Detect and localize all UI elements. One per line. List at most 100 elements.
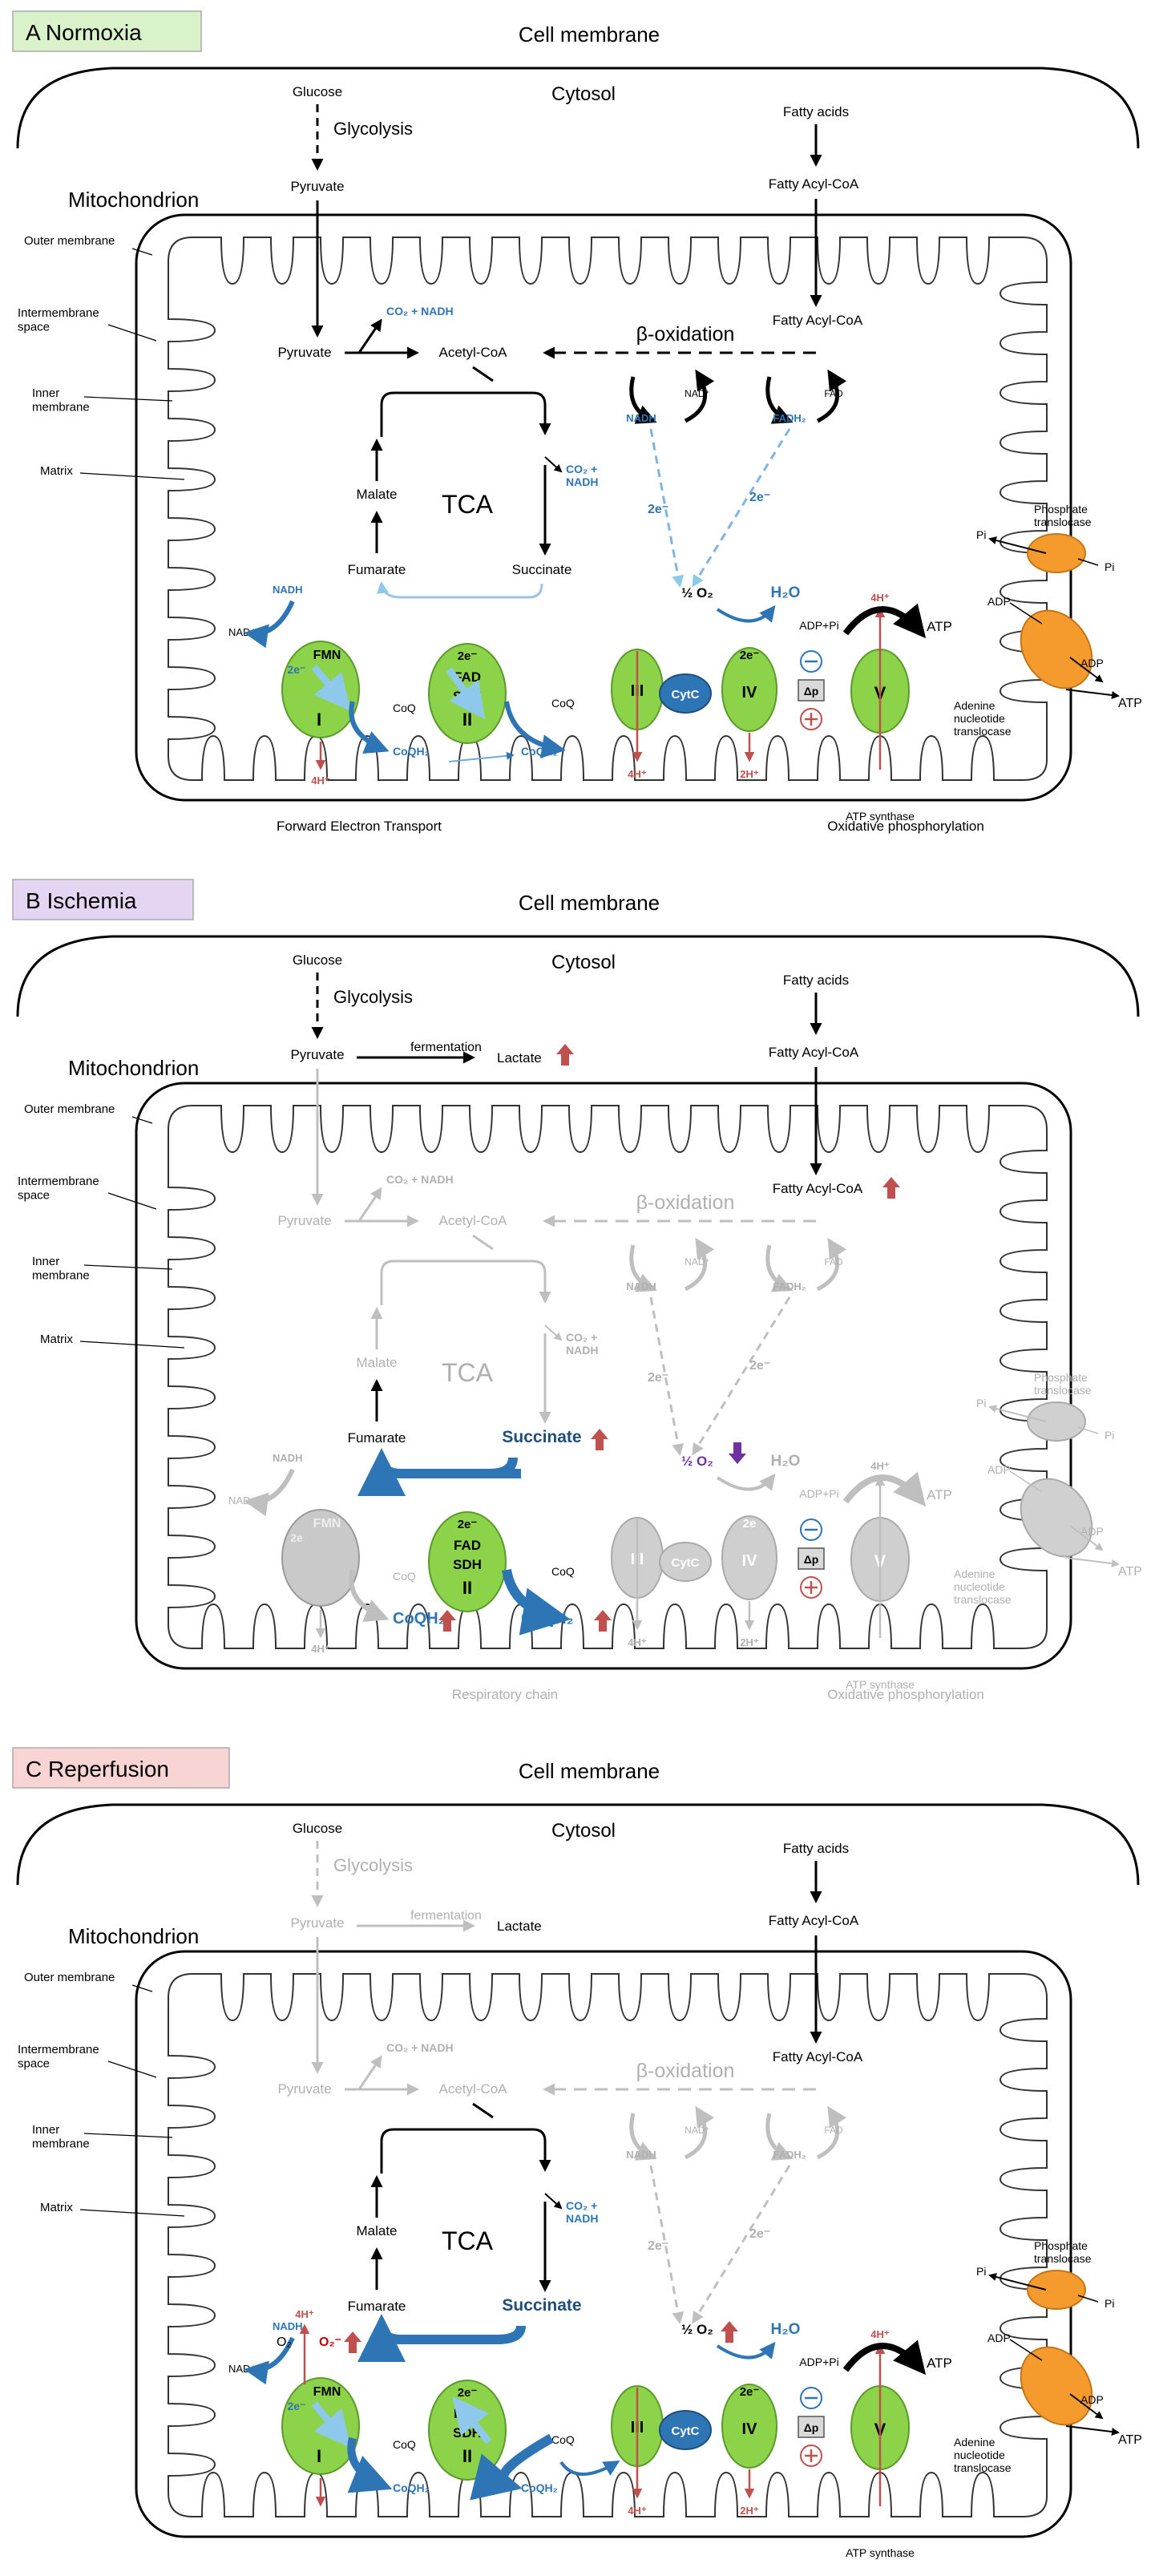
complex-i <box>281 1509 360 1607</box>
co2-nadh-label: CO₂ + NADH <box>386 2041 454 2054</box>
atp-export-arrow <box>1065 689 1120 699</box>
outer-membrane <box>135 213 1072 802</box>
co2-release-arrow <box>357 318 382 354</box>
proton-motive-force-box <box>798 1547 825 1570</box>
panel-tag <box>12 1747 230 1789</box>
cytosol-label: Cytosol <box>551 83 616 105</box>
outer-membrane-label: Outer membrane <box>24 1971 115 1984</box>
proton-motive-force-box <box>798 2416 825 2438</box>
pi-import-arrow <box>988 536 1047 554</box>
cell-membrane-label: Cell membrane <box>519 891 660 915</box>
coq-ci-label: CoQ <box>393 702 416 714</box>
outer-membrane-label: Outer membrane <box>24 234 115 248</box>
electron-path-fadh2 <box>692 1296 791 1456</box>
fadh2-label: FADH₂ <box>773 412 806 424</box>
matrix-label: Matrix <box>40 2201 73 2214</box>
glycolysis-label: Glycolysis <box>333 1855 413 1875</box>
tca-label: TCA <box>442 2226 494 2255</box>
complex-ii-label: II <box>462 2446 472 2466</box>
adp-exchange-arrow <box>1069 657 1104 683</box>
complex-i-proton-label: 4H⁺ <box>311 774 330 787</box>
adp-pi-label: ADP+Pi <box>799 2356 838 2368</box>
pi-import-arrow <box>988 2273 1047 2291</box>
tca-label: TCA <box>442 1358 494 1387</box>
fermentation-label: fermentation <box>410 1909 482 1923</box>
complex-iv-label: IV <box>742 684 758 702</box>
complex-iv-label: IV <box>742 1552 758 1570</box>
atp-export-arrow <box>1065 1557 1120 1567</box>
cytochrome-c <box>659 2410 712 2450</box>
nadh-beta-label: NADH <box>626 412 656 424</box>
cytosol-label: Cytosol <box>551 1820 616 1842</box>
malate-label: Malate <box>356 1355 397 1370</box>
fatty-acyl-coa-cytosol-label: Fatty Acyl-CoA <box>769 176 859 192</box>
oxygen-reduction-arrow <box>716 2341 776 2360</box>
pyruvate-cytosol-label: Pyruvate <box>290 1915 344 1931</box>
pi-matrix-label: Pi <box>976 528 986 541</box>
fatty-acyl-coa-cytosol-label: Fatty Acyl-CoA <box>769 1045 859 1060</box>
proton-motive-force-label: Δp <box>804 2421 819 2434</box>
beta-oxidation-label: β-oxidation <box>636 2060 735 2082</box>
coq-reduction-arrow-ci <box>349 701 390 754</box>
succinate-label: Succinate <box>502 2296 581 2315</box>
acetyl-coa-label: Acetyl-CoA <box>438 1213 507 1228</box>
fad-beta-label: FAD <box>824 388 843 399</box>
adp-matrix-label: ADP <box>987 1463 1011 1476</box>
fermentation-label: fermentation <box>410 1041 482 1054</box>
atp-synthase-label: ATP synthase <box>846 2546 915 2559</box>
fumarate-label: Fumarate <box>348 562 406 577</box>
complex-v-proton-label: 4H⁺ <box>870 2328 890 2340</box>
complex-i-label: I <box>317 2446 321 2466</box>
adp-import-line <box>1009 602 1043 625</box>
pi-cytosol-line <box>1077 1426 1099 1434</box>
adenine-nucleotide-translocase <box>1020 609 1093 689</box>
proton-motive-force-label: Δp <box>804 685 819 698</box>
coq-shuttle-arrow <box>559 2460 620 2476</box>
coq-cii-label: CoQ <box>551 697 575 710</box>
complex-iii-proton-label: 4H⁺ <box>628 1636 647 1648</box>
co2-nadh-label: CO₂ + NADH <box>386 1173 454 1186</box>
pi-cytosol-label: Pi <box>1105 560 1114 573</box>
complex-iii-proton-label: 4H⁺ <box>628 2505 647 2517</box>
electron-path-fadh2 <box>692 2165 791 2324</box>
nad-beta-label: NAD⁺ <box>685 388 710 399</box>
inner-membrane <box>168 237 1048 781</box>
oxygen-label: ½ O₂ <box>681 2322 713 2337</box>
complex-i-2e-label: 2e⁻ <box>288 2400 306 2412</box>
proton-motive-force-box <box>798 679 825 702</box>
panel-title: C Reperfusion <box>26 1757 169 1781</box>
coq-ci-label: CoQ <box>393 2438 416 2451</box>
tca-co2-arrow <box>544 2193 563 2210</box>
fatty-acyl-coa-matrix-label: Fatty Acyl-CoA <box>773 313 863 328</box>
adp-cytosol-label: ADP <box>1080 657 1104 669</box>
two-electron-label: 2e⁻ <box>749 1359 770 1373</box>
superoxide-label: O₂⁻ <box>319 2335 341 2349</box>
tca-co2-arrow <box>544 1324 563 1341</box>
coq-cii-label: CoQ <box>551 2433 575 2446</box>
complex-i-2e-label: 2e⁻ <box>288 663 306 676</box>
mitochondrion-label: Mitochondrion <box>68 1056 199 1080</box>
adp-exchange-arrow <box>1069 1525 1104 1551</box>
coq-reduction-arrow-ci <box>347 2436 393 2493</box>
complex-iv <box>721 647 777 732</box>
tca-top-arrow <box>380 2128 551 2174</box>
succinate-label: Succinate <box>502 1428 581 1446</box>
complex-i-fmn-label: FMN <box>313 2385 341 2399</box>
two-electron-label: 2e⁻ <box>648 2239 668 2253</box>
reverse-sdh-arrow <box>357 2314 526 2363</box>
oxygen-label: ½ O₂ <box>681 585 713 601</box>
fadh2-label: FADH₂ <box>773 1280 806 1292</box>
pi-matrix-label: Pi <box>976 2265 986 2278</box>
superoxide-increase-icon <box>344 2331 361 2353</box>
oxygen-label: ½ O₂ <box>681 1454 713 1469</box>
atp-synthesis-arrow <box>842 603 927 639</box>
nadh-loop-arrow <box>629 376 657 424</box>
co2-release-arrow <box>357 1187 382 1222</box>
pi-cytosol-label: Pi <box>1105 2297 1114 2310</box>
